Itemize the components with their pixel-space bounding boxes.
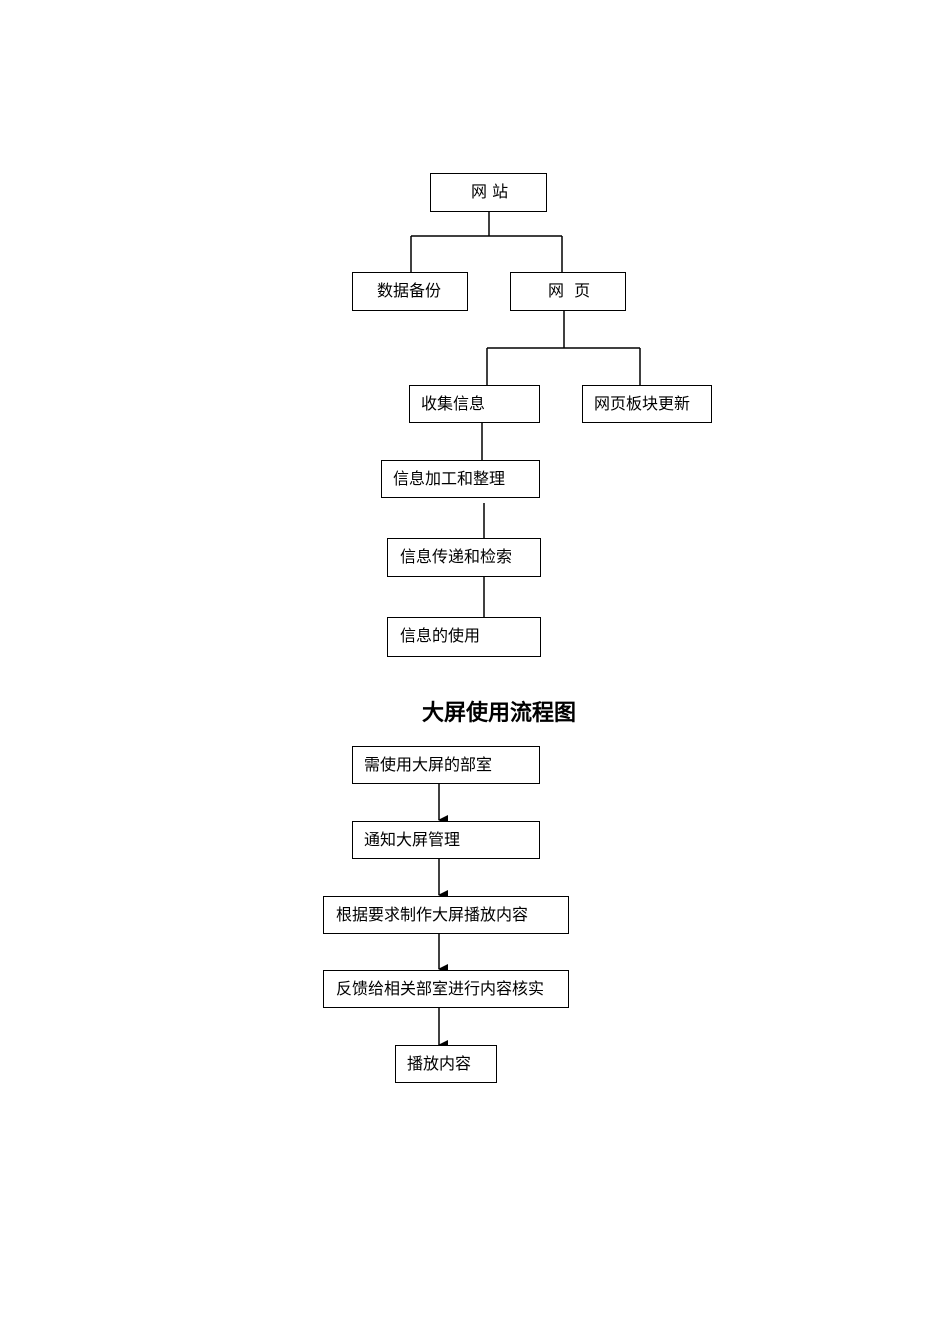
node-data-backup: 数据备份: [352, 272, 468, 311]
flow-step-produce: 根据要求制作大屏播放内容: [323, 896, 569, 934]
node-info-use: 信息的使用: [387, 617, 541, 657]
flow-step-department: 需使用大屏的部室: [352, 746, 540, 784]
node-website: 网 站: [430, 173, 547, 212]
node-webpage: 网 页: [510, 272, 626, 311]
flowchart-title: 大屏使用流程图: [421, 700, 576, 726]
node-info-transfer: 信息传递和检索: [387, 538, 541, 577]
node-collect-info: 收集信息: [409, 385, 540, 423]
node-update-sections: 网页板块更新: [582, 385, 712, 423]
node-info-process: 信息加工和整理: [381, 460, 540, 498]
flow-step-play: 播放内容: [395, 1045, 497, 1083]
flow-step-notify: 通知大屏管理: [352, 821, 540, 859]
flow-step-verify: 反馈给相关部室进行内容核实: [323, 970, 569, 1008]
